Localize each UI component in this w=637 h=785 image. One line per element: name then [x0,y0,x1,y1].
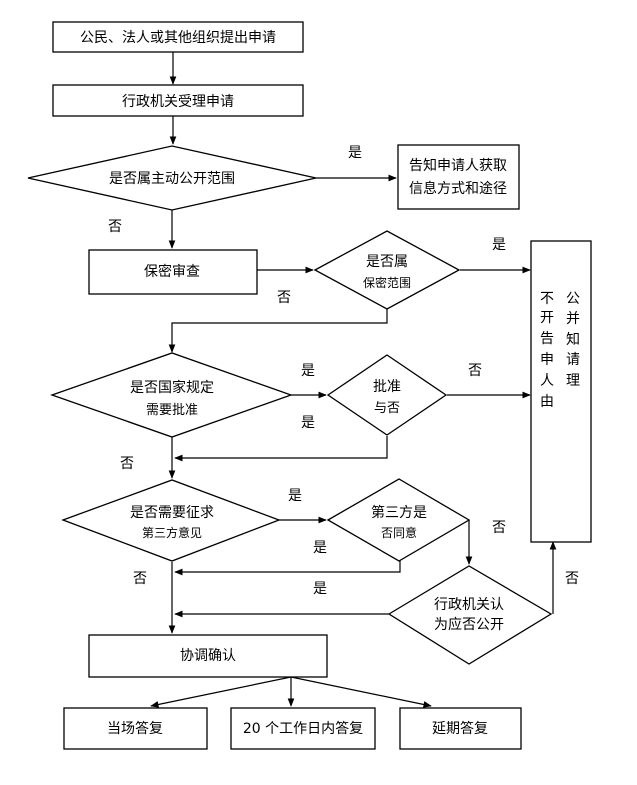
not-public-c2-4: 理 [566,373,580,389]
agency-decide-line2: 为应否公开 [434,616,504,633]
inform-method-line2: 信息方式和途径 [409,180,507,197]
secrecy-review-label: 保密审查 [144,263,200,280]
not-public-c1-3: 申 [540,352,554,368]
not-public-c1-0: 不 [540,291,554,307]
node-secret-scope-decision: 是否属 保密范围 [313,230,461,310]
not-public-col2: 公 并 知 请 理 [566,291,580,389]
edge-coordinate-extend [290,676,432,708]
node-reply-extend: 延期答复 [399,707,522,750]
label-yes-third: 是 [288,488,302,504]
state-approval-line2: 需要批准 [146,403,198,418]
third-agree-line1: 第三方是 [371,504,427,521]
third-agree-line2: 否同意 [381,525,417,540]
coordinate-label: 协调确认 [180,648,236,664]
node-reply-20-days: 20 个工作日内答复 [230,707,376,750]
node-not-public: 不 开 告 申 人 由 公 并 知 请 理 [530,240,592,543]
apply-label: 公民、法人或其他组织提出申请 [80,30,276,46]
state-approval-line1: 是否国家规定 [130,379,214,396]
node-state-approval-decision: 是否国家规定 需要批准 [50,352,293,438]
label-no-agree: 否 [492,520,506,536]
node-third-party-decision: 是否需要征求 第三方意见 [61,479,281,562]
edge-secretq-stateq [168,309,388,353]
agency-decide-line1: 行政机关认 [434,597,504,613]
node-inform-method: 告知申请人获取 信息方式和途径 [397,144,520,210]
label-no-approved: 否 [468,363,482,379]
approved-line1: 批准 [373,379,401,395]
edge-agree-back [174,552,401,576]
not-public-c1-5: 由 [540,394,554,410]
label-no-state: 否 [120,456,134,472]
node-agency-decide-decision: 行政机关认 为应否公开 [387,565,553,665]
not-public-col1: 不 开 告 申 人 由 [540,291,554,410]
not-public-c2-0: 公 [566,291,580,307]
label-yes-agree: 是 [313,540,327,556]
not-public-c2-3: 请 [566,352,580,368]
label-no-active: 否 [108,219,122,235]
reply-extend-label: 延期答复 [432,720,488,737]
node-third-agree-decision: 第三方是 否同意 [326,478,471,562]
reply-20-label: 20 个工作日内答复 [243,720,363,737]
approved-line2: 与否 [374,401,400,416]
secret-scope-line2: 保密范围 [363,275,411,290]
secret-scope-line1: 是否属 [366,254,408,270]
label-yes-agency: 是 [313,581,327,597]
third-party-line2: 第三方意见 [142,525,202,540]
edge-labels: 是 否 是 否 是 否 是 否 是 否 是 否 是 否 [108,145,579,597]
node-coordinate: 协调确认 [88,634,328,678]
label-yes-approved: 是 [301,415,315,431]
third-party-line1: 是否需要征求 [130,505,214,521]
not-public-c1-2: 告 [540,331,554,347]
node-apply: 公民、法人或其他组织提出申请 [52,21,304,53]
edge-approved-back [174,436,388,462]
not-public-c2-2: 知 [566,331,580,348]
node-reply-now: 当场答复 [63,707,208,750]
accept-label: 行政机关受理申请 [122,94,234,110]
label-yes-secret: 是 [492,237,506,253]
not-public-c1-1: 开 [540,310,554,326]
edge-coordinate-now [150,676,292,708]
label-yes-active: 是 [348,145,362,161]
label-no-secret: 否 [277,290,291,306]
inform-method-line1: 告知申请人获取 [409,157,507,174]
node-accept: 行政机关受理申请 [52,84,304,117]
not-public-c1-4: 人 [540,373,554,389]
connectors [150,52,557,708]
node-approved-decision: 批准 与否 [326,354,448,436]
label-yes-state: 是 [301,363,315,379]
label-no-agency: 否 [565,571,579,587]
active-scope-label: 是否属主动公开范围 [109,170,235,187]
node-active-scope-decision: 是否属主动公开范围 [27,145,317,211]
reply-now-label: 当场答复 [107,720,163,737]
label-no-third: 否 [133,571,147,587]
node-secrecy-review: 保密审查 [88,249,258,295]
not-public-c2-1: 并 [566,311,580,327]
